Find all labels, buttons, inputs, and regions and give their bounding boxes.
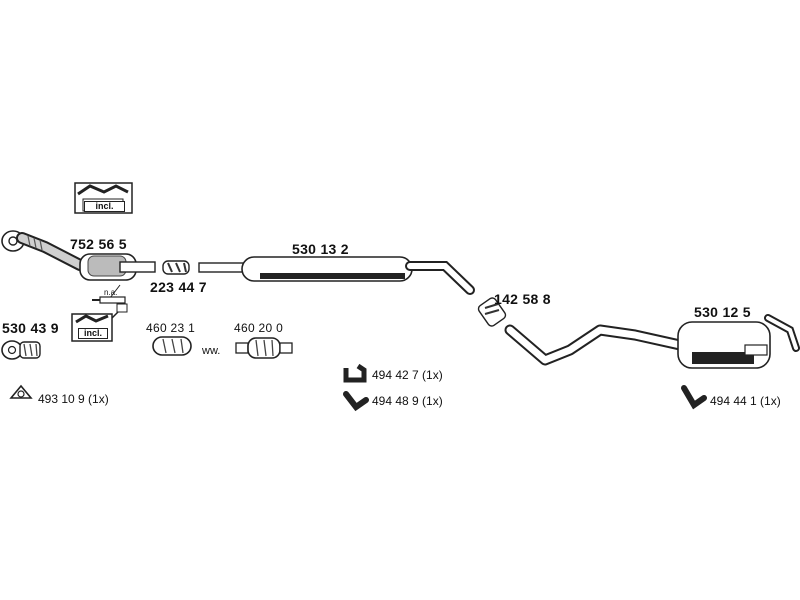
- clamp-2-label: 142 58 8: [494, 291, 551, 307]
- rear-silencer-part: [504, 314, 800, 369]
- middle-silencer-label: 530 13 2: [292, 241, 349, 257]
- rear-silencer-label: 530 12 5: [694, 304, 751, 320]
- ring-label: 493 10 9 (1x): [38, 392, 109, 406]
- seal-2-label: 460 20 0: [234, 321, 284, 335]
- sensor-part: [92, 284, 126, 304]
- seal-part-1: [152, 336, 192, 356]
- mount-part-1: [343, 363, 367, 383]
- ring-part: [9, 384, 33, 399]
- seal-1-label: 460 23 1: [146, 321, 196, 335]
- seal-part-2: [235, 337, 293, 359]
- flange-clamp-label: 223 44 7: [150, 279, 207, 295]
- clamp-part-2: [477, 297, 507, 327]
- mount-3-label: 494 44 1 (1x): [710, 394, 781, 408]
- mount-1-label: 494 42 7 (1x): [372, 368, 443, 382]
- catalytic-converter-label: 752 56 5: [70, 236, 127, 252]
- flange-clamp-part: [162, 260, 190, 275]
- incl-label-top: incl.: [84, 201, 125, 212]
- ww-label: ww.: [202, 345, 221, 357]
- not-available-label: n.a.: [104, 288, 118, 297]
- mount-part-2: [343, 391, 369, 412]
- front-pipe-set-part: [1, 340, 41, 360]
- mount-2-label: 494 48 9 (1x): [372, 394, 443, 408]
- front-pipe-set-label: 530 43 9: [2, 320, 59, 336]
- middle-silencer-part: [198, 256, 475, 295]
- catalytic-converter-part: [1, 230, 156, 281]
- mount-part-3: [681, 385, 707, 410]
- incl-label-lower: incl.: [78, 328, 108, 339]
